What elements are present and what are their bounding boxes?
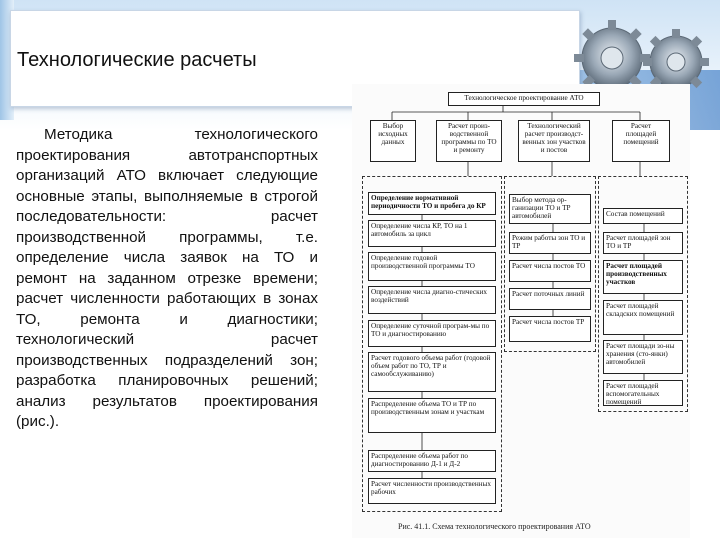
areas-step: Расчет площадей вспомогательных помещени…: [603, 380, 683, 406]
areas-step: Состав помещений: [603, 208, 683, 224]
level1-node: Расчет произ-водственной программы по ТО…: [436, 120, 502, 162]
program-step: Определение числа диагно-стических возде…: [368, 286, 496, 314]
program-step: Определение суточной програм-мы по ТО и …: [368, 320, 496, 347]
column-areas: [598, 176, 688, 412]
zones-step: Расчет числа постов ТО: [509, 260, 591, 282]
diagram-root-node: Технологическое проектирование АТО: [448, 92, 600, 106]
body-paragraph: Методика технологического проектирования…: [16, 126, 318, 430]
level1-node: Технологический расчет производст-венных…: [518, 120, 590, 162]
zones-step: Расчет поточных линий: [509, 288, 591, 310]
zones-step: Режим работы зон ТО и ТР: [509, 232, 591, 254]
process-diagram: Технологическое проектирование АТО Выбор…: [352, 84, 690, 538]
diagram-connectors: [391, 106, 645, 478]
program-step: Расчет численности производственных рабо…: [368, 478, 496, 504]
figure-caption: Рис. 41.1. Схема технологического проект…: [398, 522, 591, 531]
program-step: Определение нормативной периодичности ТО…: [368, 192, 496, 215]
program-step: Распределение объема работ по диагностир…: [368, 450, 496, 472]
program-step: Определение годовой производственной про…: [368, 252, 496, 281]
column-program: [362, 176, 502, 512]
zones-step: Расчет числа постов ТР: [509, 316, 591, 342]
areas-step: Расчет площадей складских помещений: [603, 300, 683, 335]
column-zones: [504, 176, 596, 352]
program-step: Расчет годового объема работ (годовой об…: [368, 352, 496, 392]
level1-node: Выбор исходных данных: [370, 120, 416, 162]
program-step: Распределение объема ТО и ТР по производ…: [368, 398, 496, 433]
level1-node: Расчет площадей помещений: [612, 120, 670, 162]
slide-title: Технологические расчеты: [17, 49, 257, 71]
areas-step: Расчет площадей производственных участко…: [603, 260, 683, 294]
areas-step: Расчет площадей зон ТО и ТР: [603, 232, 683, 254]
gears-icon: [574, 20, 709, 96]
areas-step: Расчет площади зо-ны хранения (сто-янки)…: [603, 340, 683, 374]
zones-step: Выбор метода ор-ганизации ТО и ТР автомо…: [509, 194, 591, 224]
program-step: Определение числа КР, ТО на 1 автомобиль…: [368, 220, 496, 247]
